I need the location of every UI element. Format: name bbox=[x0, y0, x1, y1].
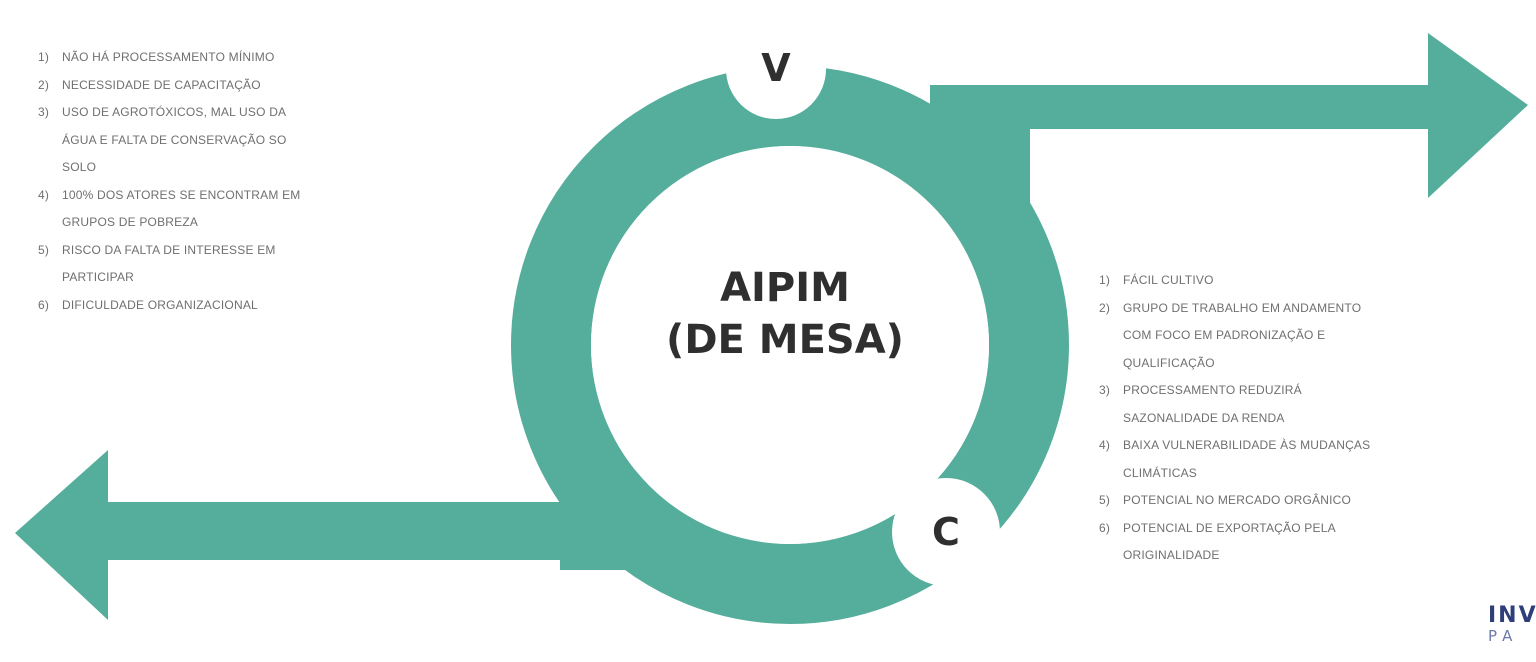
weakness-item: GRUPOS DE POBREZA bbox=[38, 209, 438, 237]
list-item-text: GRUPO DE TRABALHO EM ANDAMENTO bbox=[1123, 300, 1362, 315]
list-item-number bbox=[38, 209, 62, 237]
list-item-text: 100% DOS ATORES SE ENCONTRAM EM bbox=[62, 187, 301, 202]
list-item-number bbox=[1099, 542, 1123, 570]
list-item-text: CLIMÁTICAS bbox=[1123, 465, 1198, 480]
list-item-text: COM FOCO EM PADRONIZAÇÃO E bbox=[1123, 328, 1326, 342]
strength-item: 3) PROCESSAMENTO REDUZIRÁ bbox=[1099, 377, 1509, 405]
list-item-text: ÁGUA E FALTA DE CONSERVAÇÃO SO bbox=[62, 132, 287, 147]
logo-line2: PA bbox=[1488, 627, 1519, 645]
right-arrow bbox=[930, 33, 1528, 205]
list-item-number: 2) bbox=[1099, 300, 1111, 315]
strength-item: COM FOCO EM PADRONIZAÇÃO E bbox=[1099, 322, 1509, 350]
list-item-number bbox=[1099, 460, 1123, 488]
list-item-text: BAIXA VULNERABILIDADE ÀS MUDANÇAS bbox=[1123, 438, 1371, 452]
list-item-text: FÁCIL CULTIVO bbox=[1123, 273, 1214, 287]
center-title-line2: (DE MESA) bbox=[666, 317, 904, 363]
weakness-item: 1) NÃO HÁ PROCESSAMENTO MÍNIMO bbox=[38, 44, 438, 72]
list-item-number bbox=[1099, 405, 1123, 433]
logo-line1: INV bbox=[1488, 603, 1536, 628]
weakness-item: 5) RISCO DA FALTA DE INTERESSE EM bbox=[38, 237, 438, 265]
logo: INV PA bbox=[1488, 603, 1536, 645]
list-item-text: SOLO bbox=[62, 160, 97, 174]
strength-item: CLIMÁTICAS bbox=[1099, 460, 1509, 488]
list-item-number: 1) bbox=[38, 50, 50, 64]
list-item-number: 4) bbox=[38, 187, 50, 202]
strength-item: SAZONALIDADE DA RENDA bbox=[1099, 405, 1509, 433]
list-item-number: 1) bbox=[1099, 273, 1111, 287]
badge-v bbox=[726, 19, 826, 119]
list-item-number: 3) bbox=[1099, 383, 1111, 397]
weaknesses-list: 1) NÃO HÁ PROCESSAMENTO MÍNIMO 2) NECESSIDA… bbox=[38, 44, 438, 319]
badge-v-letter: V bbox=[761, 46, 791, 90]
list-item-number bbox=[38, 154, 62, 182]
list-item-text: NÃO HÁ PROCESSAMENTO MÍNIMO bbox=[62, 50, 275, 64]
badge-c-letter: C bbox=[932, 510, 960, 554]
weakness-item: 3) USO DE AGROTÓXICOS, MAL USO DA bbox=[38, 99, 438, 127]
list-item-number bbox=[38, 264, 62, 292]
list-item-text: PROCESSAMENTO REDUZIRÁ bbox=[1123, 383, 1302, 397]
list-item-text: PARTICIPAR bbox=[62, 270, 135, 284]
weakness-item: 4) 100% DOS ATORES SE ENCONTRAM EM bbox=[38, 182, 438, 210]
strength-item: 5) POTENCIAL NO MERCADO ORGÂNICO bbox=[1099, 487, 1509, 515]
list-item-number: 2) bbox=[38, 77, 50, 92]
center-title: AIPIM (DE MESA) bbox=[620, 262, 950, 366]
list-item-number bbox=[1099, 350, 1123, 378]
list-item-number: 5) bbox=[1099, 493, 1111, 507]
weakness-item: 2) NECESSIDADE DE CAPACITAÇÃO bbox=[38, 72, 438, 100]
badge-c bbox=[892, 478, 1000, 586]
list-item-text: ORIGINALIDADE bbox=[1123, 548, 1220, 562]
strengths-list: 1) FÁCIL CULTIVO 2) GRUPO DE TRABALHO EM AN… bbox=[1099, 267, 1509, 570]
list-item-number: 3) bbox=[38, 105, 50, 119]
weakness-item: ÁGUA E FALTA DE CONSERVAÇÃO SO bbox=[38, 127, 438, 155]
list-item-text: POTENCIAL NO MERCADO ORGÂNICO bbox=[1123, 493, 1352, 507]
list-item-text: SAZONALIDADE DA RENDA bbox=[1123, 410, 1285, 425]
list-item-text: DIFICULDADE ORGANIZACIONAL bbox=[62, 297, 258, 312]
list-item-text: POTENCIAL DE EXPORTAÇÃO PELA bbox=[1123, 520, 1336, 535]
list-item-text: QUALIFICAÇÃO bbox=[1123, 355, 1215, 370]
list-item-text: USO DE AGROTÓXICOS, MAL USO DA bbox=[62, 105, 287, 119]
strength-item: 2) GRUPO DE TRABALHO EM ANDAMENTO bbox=[1099, 295, 1509, 323]
list-item-text: GRUPOS DE POBREZA bbox=[62, 215, 199, 229]
list-item-number: 6) bbox=[38, 297, 50, 312]
list-item-number: 6) bbox=[1099, 520, 1111, 535]
weakness-item: SOLO bbox=[38, 154, 438, 182]
center-title-line1: AIPIM bbox=[720, 265, 850, 311]
list-item-number bbox=[38, 127, 62, 155]
strength-item: QUALIFICAÇÃO bbox=[1099, 350, 1509, 378]
weakness-item: PARTICIPAR bbox=[38, 264, 438, 292]
strength-item: 1) FÁCIL CULTIVO bbox=[1099, 267, 1509, 295]
weakness-item: 6) DIFICULDADE ORGANIZACIONAL bbox=[38, 292, 438, 320]
strength-item: 6) POTENCIAL DE EXPORTAÇÃO PELA bbox=[1099, 515, 1509, 543]
list-item-text: RISCO DA FALTA DE INTERESSE EM bbox=[62, 242, 276, 257]
strength-item: 4) BAIXA VULNERABILIDADE ÀS MUDANÇAS bbox=[1099, 432, 1509, 460]
strength-item: ORIGINALIDADE bbox=[1099, 542, 1509, 570]
list-item-number: 5) bbox=[38, 242, 50, 257]
list-item-number bbox=[1099, 322, 1123, 350]
list-item-text: NECESSIDADE DE CAPACITAÇÃO bbox=[62, 77, 261, 92]
list-item-number: 4) bbox=[1099, 438, 1111, 452]
